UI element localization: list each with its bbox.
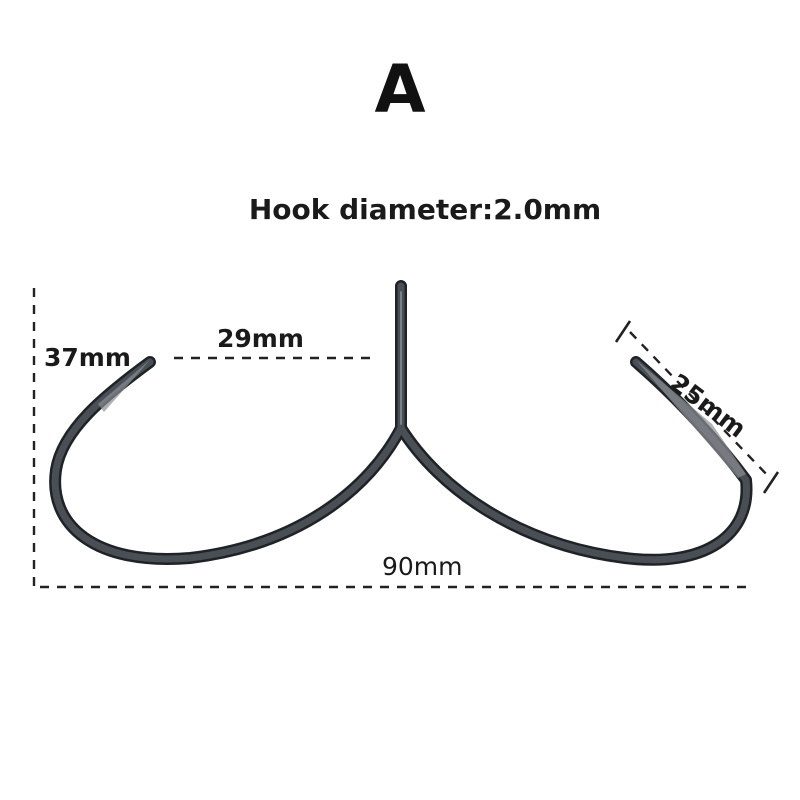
dimension-end-ticks [614,320,780,494]
point-dimension-tick-top [614,320,632,343]
arm-dimension-label: 29mm [217,324,304,353]
right-point-bevel [636,360,746,478]
left-point-bevel [98,360,150,412]
hook-diameter-label: Hook diameter:2.0mm [248,193,602,226]
width-dimension-label: 90mm [382,552,463,581]
height-dimension-label: 37mm [44,343,131,372]
left-hook [51,282,405,563]
double-hook [49,280,753,566]
point-dimension-tick-bottom [762,471,780,494]
variant-label: A [374,51,426,128]
